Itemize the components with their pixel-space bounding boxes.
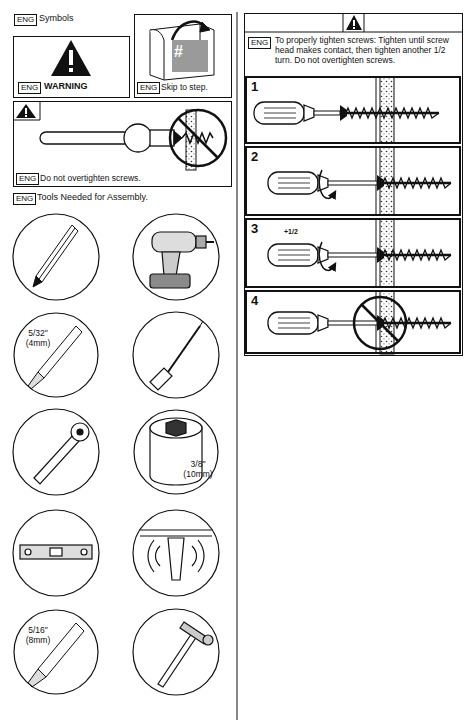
label-text: 5/16" (8mm) bbox=[21, 625, 55, 645]
tool-circle: 5/32" (4mm) bbox=[13, 312, 99, 398]
circle-outline bbox=[13, 609, 99, 695]
circle-outline bbox=[133, 409, 219, 495]
header-cell bbox=[244, 13, 463, 32]
caution-panel: ENG Do not overtighten screws. bbox=[13, 101, 232, 187]
label-text: To properly tighten screws: Tighten unti… bbox=[275, 35, 457, 66]
tag-text: ENG bbox=[17, 15, 34, 25]
tool-circles bbox=[13, 214, 219, 695]
step-box: 4 bbox=[245, 290, 461, 354]
tag-text: ENG bbox=[19, 174, 36, 184]
label-text: # bbox=[174, 42, 183, 61]
screwdriver bbox=[150, 321, 203, 390]
heading-text: Symbols bbox=[39, 13, 74, 24]
tool-circle: 5/16" (8mm) bbox=[13, 609, 99, 695]
step-box: 1 bbox=[245, 76, 461, 144]
drill bbox=[150, 232, 214, 288]
label-text: 3/8" (10mm) bbox=[181, 459, 215, 479]
eng-tag: ENG bbox=[18, 82, 41, 94]
skip-page-icon bbox=[150, 22, 214, 80]
tag-text: ENG bbox=[16, 194, 33, 204]
hammer bbox=[158, 622, 213, 687]
ratchet bbox=[34, 423, 89, 484]
tag-text: ENG bbox=[140, 83, 157, 93]
eng-tag: ENG bbox=[137, 82, 160, 94]
tag-text: ENG bbox=[21, 83, 38, 93]
tool-circle: 3/8" (10mm) bbox=[133, 409, 219, 495]
step-box: 2 bbox=[245, 146, 461, 216]
label-text: Skip to step. bbox=[161, 82, 208, 92]
eng-tag: ENG bbox=[16, 173, 39, 185]
label-text: 5/32" (4mm) bbox=[21, 328, 55, 348]
tag-text: ENG bbox=[251, 38, 268, 48]
overtighten-figure bbox=[13, 102, 226, 170]
instruction-panel: ENG 1 2 3 +1/2 4 To properly tighten screws: T… bbox=[244, 13, 463, 356]
stud-finder bbox=[140, 530, 212, 580]
step-number: 2 bbox=[251, 149, 258, 165]
label-text: +1/2 bbox=[284, 228, 298, 236]
label-text: WARNING bbox=[44, 81, 88, 92]
skip-panel: ENG # Skip to step. bbox=[134, 14, 232, 98]
step-number: 4 bbox=[251, 293, 258, 309]
label-text: Do not overtighten screws. bbox=[40, 173, 141, 183]
eng-tag: ENG bbox=[248, 37, 271, 49]
eng-tag: ENG bbox=[14, 14, 37, 26]
warning-triangle bbox=[51, 40, 91, 76]
heading-text: Tools Needed for Assembly. bbox=[37, 192, 148, 203]
divider bbox=[237, 12, 238, 720]
level bbox=[20, 545, 92, 559]
step-number: 1 bbox=[251, 79, 258, 95]
pencil bbox=[33, 225, 78, 287]
warning-panel: ENG WARNING bbox=[13, 36, 130, 98]
step-number: 3 bbox=[251, 221, 258, 237]
circle-outline bbox=[13, 312, 99, 398]
step-box: 3 +1/2 bbox=[245, 218, 461, 288]
eng-tag: ENG bbox=[13, 193, 36, 205]
